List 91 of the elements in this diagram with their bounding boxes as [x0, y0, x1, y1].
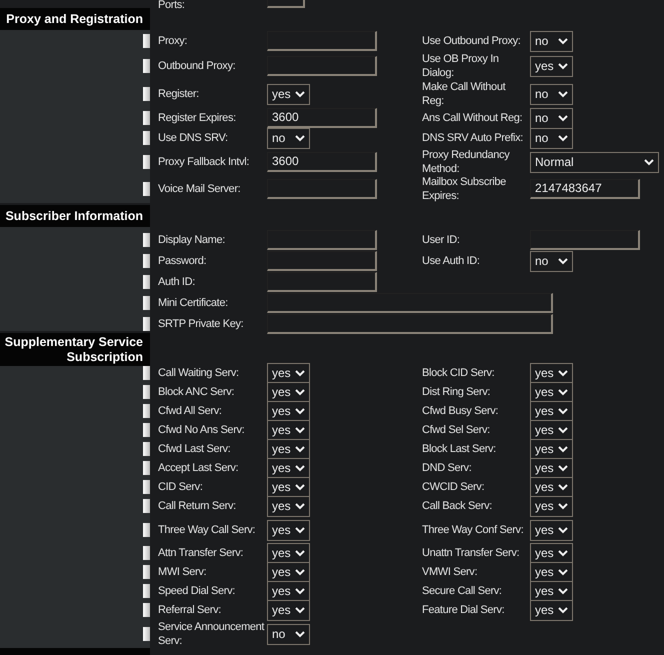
- dropdown: no: [530, 31, 573, 52]
- field-label: Use OB Proxy In Dialog:: [422, 52, 500, 81]
- dropdown: yes: [267, 439, 310, 460]
- dropdown: yes: [267, 581, 310, 602]
- dropdown: no: [530, 251, 573, 272]
- field-label: Cfwd Busy Serv:: [422, 404, 500, 419]
- section-header: Subscriber Information: [0, 205, 150, 227]
- dropdown: yes: [267, 600, 310, 621]
- field-label: Three Way Call Serv:: [158, 523, 256, 538]
- field-label: Proxy Fallback Intvl:: [158, 155, 250, 170]
- dropdown: yes: [267, 420, 310, 441]
- section-header: Proxy and Registration: [0, 8, 150, 30]
- field-label: Proxy:: [158, 34, 188, 49]
- dropdown: yes: [530, 477, 573, 498]
- dropdown: no: [530, 128, 573, 149]
- dropdown: Normal: [530, 152, 659, 173]
- field-label: Cfwd All Serv:: [158, 404, 223, 419]
- field-label: Proxy Redundancy Method:: [422, 148, 511, 177]
- dropdown: yes: [530, 543, 573, 564]
- dropdown: yes: [530, 363, 573, 384]
- dropdown: no: [267, 624, 310, 645]
- field-label: Attn Transfer Serv:: [158, 546, 244, 561]
- field-label: Dist Ring Serv:: [422, 385, 492, 400]
- field-label: Block Last Serv:: [422, 442, 497, 457]
- dropdown: yes: [530, 496, 573, 517]
- field-label: Service Announcement Serv:: [158, 620, 266, 649]
- dropdown: yes: [267, 562, 310, 583]
- text-field: 2147483647: [530, 179, 640, 199]
- dropdown: yes: [530, 56, 573, 77]
- field-label: Call Waiting Serv:: [158, 366, 240, 381]
- field-label: DNS SRV Auto Prefix:: [422, 131, 524, 146]
- field-label: Feature Dial Serv:: [422, 603, 506, 618]
- field-label: Outbound Proxy:: [158, 59, 236, 74]
- dropdown: yes: [530, 520, 573, 541]
- field-label: Cfwd Sel Serv:: [422, 423, 491, 438]
- dropdown: yes: [530, 420, 573, 441]
- dropdown: yes: [267, 496, 310, 517]
- field-label: Unattn Transfer Serv:: [422, 546, 520, 561]
- field-label: Display Name:: [158, 233, 226, 248]
- dropdown: yes: [267, 520, 310, 541]
- field-label: Use Outbound Proxy:: [422, 34, 522, 49]
- dropdown: yes: [530, 600, 573, 621]
- dropdown: yes: [530, 458, 573, 479]
- field-label: Referral Serv:: [158, 603, 222, 618]
- field-label: CWCID Serv:: [422, 480, 486, 495]
- dropdown: yes: [267, 477, 310, 498]
- field-label: Auth ID:: [158, 275, 196, 290]
- field-label: Block CID Serv:: [422, 366, 496, 381]
- dropdown: yes: [267, 543, 310, 564]
- field-label: Secure Call Serv:: [422, 584, 503, 599]
- dropdown: yes: [267, 382, 310, 403]
- dropdown: yes: [267, 84, 310, 105]
- field-label: Cfwd Last Serv:: [158, 442, 232, 457]
- field-label: Accept Last Serv:: [158, 461, 240, 476]
- field-label: MWI Serv:: [158, 565, 208, 580]
- field-label: Call Return Serv:: [158, 499, 237, 514]
- section-header: Supplementary Service Subscription: [0, 333, 150, 366]
- dropdown: yes: [530, 439, 573, 460]
- field-label: Use Auth ID:: [422, 254, 481, 269]
- dropdown: yes: [267, 401, 310, 422]
- dropdown: yes: [530, 562, 573, 583]
- field-label: Ans Call Without Reg:: [422, 111, 524, 126]
- field-label: CID Serv:: [158, 480, 204, 495]
- dropdown: yes: [530, 581, 573, 602]
- dropdown: no: [530, 84, 573, 105]
- dropdown: no: [530, 108, 573, 129]
- dropdown: yes: [530, 382, 573, 403]
- field-label: Speed Dial Serv:: [158, 584, 236, 599]
- field-label: Three Way Conf Serv:: [422, 523, 524, 538]
- field-label: DND Serv:: [422, 461, 472, 476]
- text-field: 3600: [267, 152, 377, 172]
- dropdown: yes: [530, 401, 573, 422]
- text-field: 3600: [267, 108, 377, 128]
- field-label: Cfwd No Ans Serv:: [158, 423, 246, 438]
- field-label: Call Back Serv:: [422, 499, 493, 514]
- field-label: Make Call Without Reg:: [422, 80, 507, 109]
- field-label: Mini Certificate:: [158, 296, 229, 311]
- field-label: Voice Mail Server:: [158, 182, 242, 197]
- field-label: VMWI Serv:: [422, 565, 478, 580]
- field-label: Use DNS SRV:: [158, 131, 229, 146]
- field-label: Ports:: [158, 0, 186, 11]
- field-label: Register Expires:: [158, 111, 237, 126]
- field-label: Mailbox Subscribe Expires:: [422, 175, 507, 204]
- field-label: SRTP Private Key:: [158, 317, 244, 332]
- field-label: Block ANC Serv:: [158, 385, 236, 400]
- dropdown: no: [267, 128, 310, 149]
- dropdown: yes: [267, 363, 310, 384]
- dropdown: yes: [267, 458, 310, 479]
- field-label: Register:: [158, 87, 200, 102]
- field-label: Password:: [158, 254, 208, 269]
- field-label: User ID:: [422, 233, 461, 248]
